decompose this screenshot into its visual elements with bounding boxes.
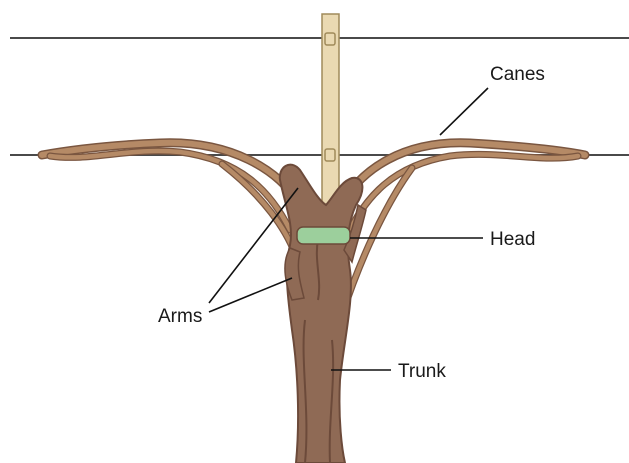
left-cane <box>42 143 300 262</box>
trunk <box>280 165 363 463</box>
head-tie <box>297 227 350 244</box>
label-head: Head <box>490 229 535 250</box>
right-cane <box>338 143 585 315</box>
label-arms: Arms <box>158 306 202 327</box>
label-trunk: Trunk <box>398 361 446 382</box>
arms-leader-lower <box>209 278 292 312</box>
canes-leader <box>440 88 488 135</box>
label-canes: Canes <box>490 64 545 85</box>
arms-leader-upper <box>209 188 298 303</box>
